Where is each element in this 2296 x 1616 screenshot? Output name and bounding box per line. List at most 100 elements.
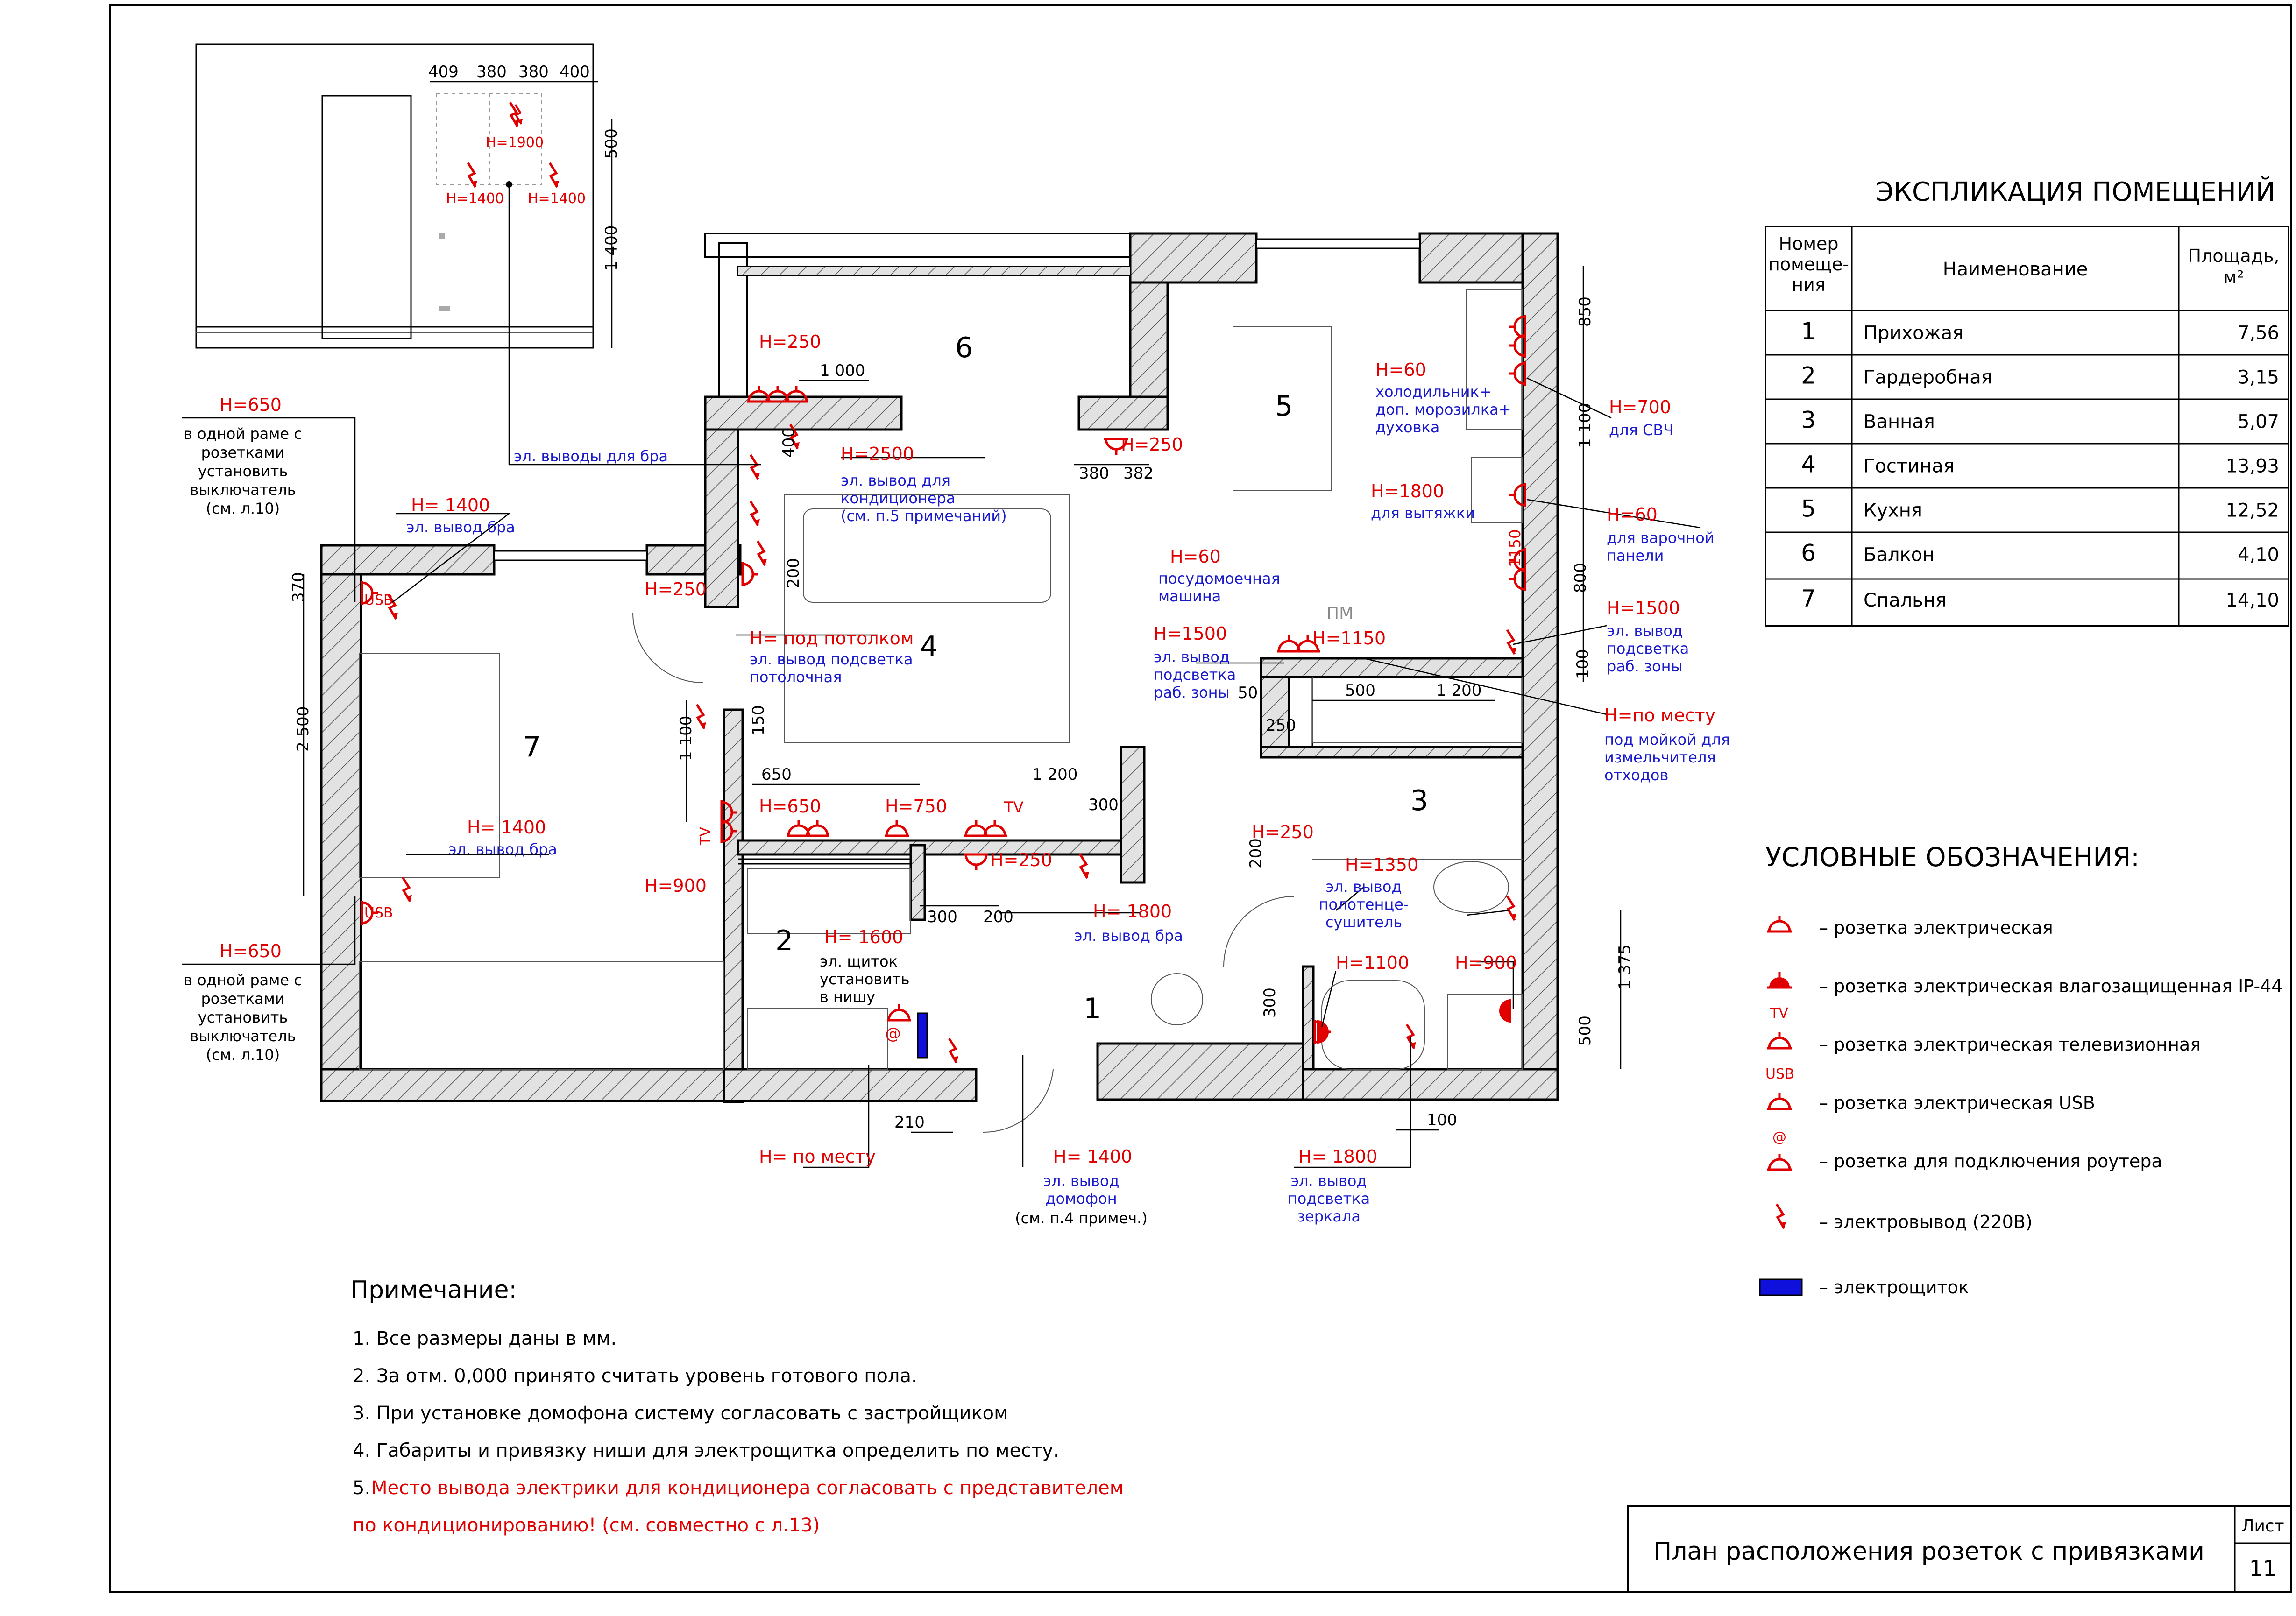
dw-line-2: машина <box>1158 587 1221 605</box>
usb-label-bottom: USB <box>364 905 393 921</box>
dim-100b: 100 <box>1427 1111 1457 1129</box>
panel-note-3: в нишу <box>820 988 875 1006</box>
intercom-line-2: домофон <box>1045 1190 1117 1207</box>
frame-note-top-4: выключатель <box>190 481 296 499</box>
sink-line-1: под мойкой для <box>1604 731 1730 748</box>
h1400-mid-label: H= 1400 <box>467 817 546 838</box>
explication-row-number: 1 <box>1801 318 1816 345</box>
mirror-line-1: эл. вывод <box>1290 1172 1367 1190</box>
legend-title: УСЛОВНЫЕ ОБОЗНАЧЕНИЯ: <box>1765 842 2140 873</box>
explication-row-name: Спальня <box>1864 590 1947 611</box>
h700-label: H=700 <box>1609 397 1671 417</box>
h250-kitchen-label: H=250 <box>1121 434 1183 455</box>
plan-sockets <box>362 315 1525 1044</box>
ac-outlet-note: (см. п.5 примечаний) <box>841 507 1007 525</box>
sheet-frame <box>109 4 2292 1593</box>
explication-row-number: 3 <box>1801 407 1816 434</box>
dim-150: 150 <box>749 705 768 735</box>
wall-bedroom-south <box>320 1068 729 1102</box>
h1800-bra-label: H= 1800 <box>1093 901 1172 922</box>
sconce-outlets-label: эл. выводы для бра <box>514 447 668 465</box>
explication-header-name: Наименование <box>1943 259 2088 280</box>
elev-dim-5: 500 <box>602 128 621 159</box>
elev-h1400-left: H=1400 <box>446 191 504 207</box>
bra-top-label: эл. вывод бра <box>406 518 515 536</box>
dim-1000: 1 000 <box>820 361 865 380</box>
sink-line-3: отходов <box>1604 766 1668 784</box>
room-number-5: 5 <box>1275 390 1293 423</box>
dim-850: 850 <box>1576 296 1594 327</box>
dim-250: 250 <box>1266 716 1296 735</box>
frame-note-top-1: в одной раме с <box>184 425 302 443</box>
wall-east <box>1521 232 1559 1099</box>
dim-1200b: 1 200 <box>1436 681 1481 700</box>
explication-row-number: 4 <box>1801 451 1816 478</box>
wall-kitchen-step <box>1077 395 1169 431</box>
explication-row-area: 14,10 <box>2225 590 2279 611</box>
note-5-line-1: Место вывода электрики для кондиционера … <box>371 1477 1124 1499</box>
dim-382: 382 <box>1123 464 1154 483</box>
ceiling-light-line-1: эл. вывод подсветка <box>750 650 913 668</box>
dim-380: 380 <box>1079 464 1109 483</box>
h1350-label: H=1350 <box>1345 854 1418 875</box>
h250-bedroom-label: H=250 <box>645 579 707 600</box>
legend-label-ip44: – розетка электрическая влагозащищенная … <box>1819 976 2282 996</box>
room-number-6: 6 <box>955 332 973 364</box>
wall-living-south <box>737 839 1141 856</box>
router-label: @ <box>885 1024 901 1043</box>
h1100-label: H=1100 <box>1336 953 1409 973</box>
frame-note-top-3: установить <box>198 462 288 480</box>
room-number-2: 2 <box>775 924 793 957</box>
explication-row-area: 5,07 <box>2238 411 2279 433</box>
wall-bath-south <box>1302 1068 1559 1101</box>
elevation-view <box>195 43 613 465</box>
wall-bath-north <box>1260 746 1524 759</box>
dim-1100-living: 1 100 <box>677 716 695 761</box>
h-place-sink-label: H=по месту <box>1604 705 1715 726</box>
dim-210: 210 <box>894 1113 925 1132</box>
dim-200c: 200 <box>1247 838 1265 868</box>
h1400-door-label: H= 1400 <box>1053 1146 1132 1167</box>
wall-wardrobe-south <box>723 1068 978 1102</box>
wall-bedroom-north-a <box>320 544 496 576</box>
wall-wardrobe-west <box>723 708 744 1103</box>
work-right-3: раб. зоны <box>1607 657 1683 675</box>
legend-label-socket: – розетка электрическая <box>1819 917 2053 938</box>
room-number-3: 3 <box>1410 784 1428 817</box>
wall-hall-south <box>1096 1042 1304 1101</box>
note-3: 3. При установке домофона систему соглас… <box>353 1403 1008 1424</box>
dim-650: 650 <box>761 765 792 784</box>
h900-bath-label: H=900 <box>1455 953 1517 973</box>
dim-300c: 300 <box>1261 988 1279 1018</box>
note-5-prefix: 5. <box>353 1477 370 1499</box>
h750-label: H=750 <box>885 796 947 817</box>
explication-row-name: Ванная <box>1864 411 1935 433</box>
wall-niche <box>909 844 926 921</box>
socket-ip44-icon <box>1769 977 1790 988</box>
explication-table <box>1765 226 2289 627</box>
microwave-label: для СВЧ <box>1609 421 1673 439</box>
h250-balcony-label: H=250 <box>759 332 821 352</box>
wall-bedroom-west <box>320 544 362 1102</box>
explication-row-area: 13,93 <box>2225 456 2279 477</box>
sink-line-2: измельчителя <box>1604 748 1716 766</box>
note-4: 4. Габариты и привязку ниши для электрощ… <box>353 1440 1059 1461</box>
legend-tv-tag: TV <box>1770 1005 1788 1022</box>
legend-label-usb: – розетка электрическая USB <box>1819 1093 2095 1113</box>
wall-living-west-top <box>704 395 739 608</box>
dim-400: 400 <box>780 427 798 458</box>
legend-label-outlet: – электровывод (220В) <box>1819 1212 2033 1232</box>
elev-dim-3: 380 <box>518 63 549 81</box>
note-1: 1. Все размеры даны в мм. <box>353 1328 617 1349</box>
ac-outlet-line-2: кондиционера <box>841 489 955 507</box>
wall-kitchen-bath <box>1260 657 1524 678</box>
h650-living-label: H=650 <box>759 796 821 817</box>
explication-row-name: Гостиная <box>1864 456 1955 477</box>
h1800-hood-label: H=1800 <box>1371 481 1444 501</box>
pm-label: ПМ <box>1326 604 1354 623</box>
explication-row-area: 12,52 <box>2225 500 2279 522</box>
panel-note-2: установить <box>820 970 909 988</box>
dim-300a: 300 <box>1088 796 1119 814</box>
dim-1100-kitchen: 1 100 <box>1576 403 1594 448</box>
